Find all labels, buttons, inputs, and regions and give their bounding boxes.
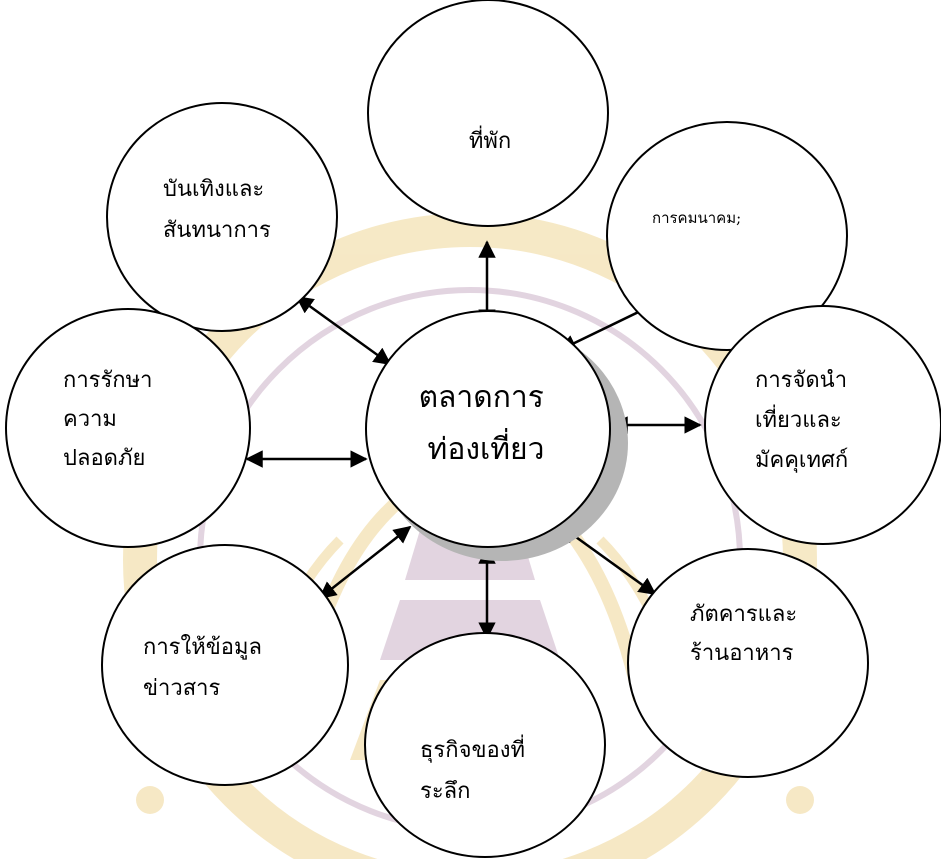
center-label-line-2: ท่องเที่ยว	[428, 428, 545, 467]
arrow-information	[318, 525, 412, 600]
node-tour-guide: การจัดนำ เที่ยวและ มัคคุเทศก์	[704, 305, 941, 545]
tour-guide-label-line-2: เที่ยวและ	[755, 404, 842, 433]
center-label-line-1: ตลาดการ	[419, 380, 544, 415]
svg-text:ที่พัก: ที่พัก	[469, 125, 511, 154]
node-information: การให้ข้อมูล ข่าวสาร	[101, 544, 349, 786]
tour-guide-label-line-1: การจัดนำ	[755, 368, 847, 393]
information-label-line-1: การให้ข้อมูล	[143, 634, 262, 660]
souvenir-label-line-2: ระลึก	[420, 779, 470, 804]
entertainment-label-line-2: สันทนาการ	[163, 218, 271, 243]
node-accommodation: ที่พัก	[367, 0, 609, 227]
node-safety: การรักษา ความ ปลอดภัย	[5, 308, 251, 548]
safety-label-line-2: ความ	[63, 407, 117, 432]
safety-label-line-3: ปลอดภัย	[63, 446, 145, 471]
connector-arrows	[245, 240, 702, 640]
arrow-restaurant	[560, 525, 657, 596]
svg-text:ตลาดการ ท่องเที่ยว: ตลาดการ ท่องเที่ยว	[419, 380, 554, 467]
svg-text:ธุรกิจของที่ ระลึก: ธุรกิจของที่ ระลึก	[420, 734, 532, 804]
souvenir-label-line-1: ธุรกิจของที่	[420, 734, 525, 763]
svg-text:การรักษา ความ ปลอด: การรักษา ความ ปลอดภัย	[63, 368, 159, 471]
node-transport: การคมนาคม;	[606, 121, 848, 351]
center-node: ตลาดการ ท่องเที่ยว	[365, 310, 628, 561]
arrow-entertainment	[295, 295, 392, 366]
svg-text:ภัตคารและ ร้านอาหาร: ภัตคารและ ร้านอาหาร	[690, 602, 804, 666]
svg-text:การให้ข้อมูล ข่าวสาร: การให้ข้อมูล ข่าวสาร	[143, 634, 269, 701]
transport-label: การคมนาคม;	[652, 209, 741, 227]
accommodation-label: ที่พัก	[469, 125, 511, 154]
tour-guide-label-line-3: มัคคุเทศก์	[755, 448, 848, 473]
node-restaurant: ภัตคารและ ร้านอาหาร	[627, 548, 869, 778]
node-entertainment: บันเทิงและ สันทนาการ	[106, 102, 338, 332]
restaurant-label-line-2: ร้านอาหาร	[690, 641, 794, 666]
svg-text:การจัดนำ เที่ยวและ: การจัดนำ เที่ยวและ มัคคุเทศก์	[755, 368, 854, 473]
entertainment-label-line-1: บันเทิงและ	[163, 177, 264, 202]
svg-text:บันเทิงและ สันทนาการ: บันเทิงและ สันทนาการ	[163, 177, 271, 243]
svg-text:การคมนาคม;: การคมนาคม;	[652, 209, 741, 227]
restaurant-label-line-1: ภัตคารและ	[690, 602, 797, 627]
node-souvenir: ธุรกิจของที่ ระลึก	[364, 632, 606, 858]
safety-label-line-1: การรักษา	[63, 368, 152, 393]
information-label-line-2: ข่าวสาร	[143, 676, 221, 701]
